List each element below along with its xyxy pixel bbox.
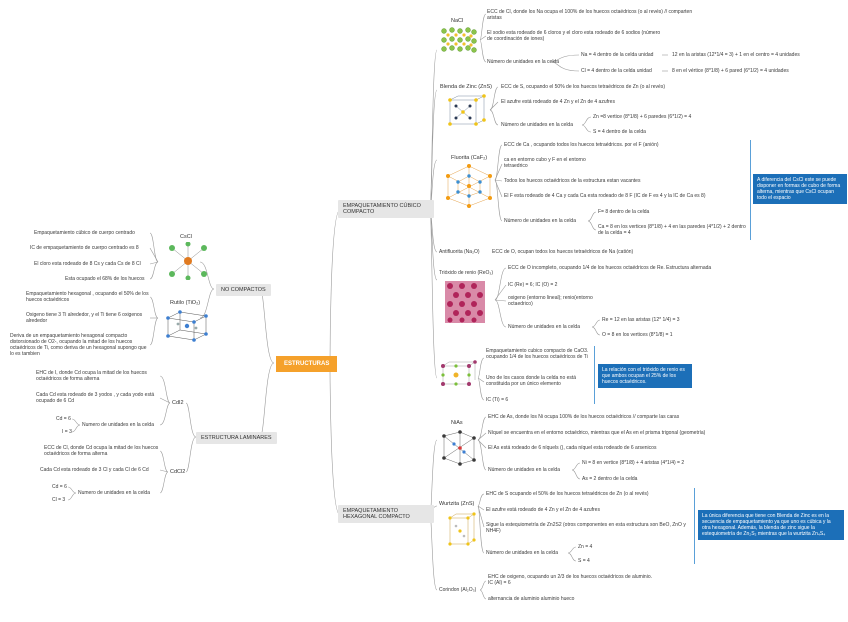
nias-item-2: Níquel se encuentra en el entorno octaéd… xyxy=(488,430,706,436)
cscl-lattice-icon xyxy=(169,242,207,280)
reo3-title: Trióxido de renio (ReO₃) xyxy=(439,270,494,276)
wurtzita-s: S = 4 xyxy=(578,558,590,564)
cdcl2-title: CdCl2 xyxy=(170,469,186,475)
rutilo-item-2: Oxigeno tiene 3 Ti alrededor, y el Ti ti… xyxy=(26,312,143,324)
fluorita-item-5: Número de unidades en la celda xyxy=(504,218,576,224)
catio3-note: La relación con el trióxido de renio es … xyxy=(598,364,692,388)
blenda-zn: Zn =8 vertice (8*1/8) + 6 paredes (6*1/2… xyxy=(593,114,692,120)
cdi2-cd: Cd = 6 xyxy=(56,416,71,422)
cscl-item-1: Empaquetamiento cúbico de cuerpo centrad… xyxy=(34,230,135,236)
fluorita-item-2: ca en entorno cubo y F en el entorno tet… xyxy=(504,157,586,169)
fluorita-title: Fluorita (CaF₂) xyxy=(451,155,488,161)
cdi2-i: I = 3 xyxy=(62,429,72,435)
catio3-lattice-icon xyxy=(441,360,477,386)
fluorita-item-3: Todos los huecos octaédricos de la estru… xyxy=(504,178,641,184)
cdi2-item-2: Cada Cd esta rodeado de 3 yodos , y cada… xyxy=(36,392,155,404)
reo3-item-3: oxigeno (entorno lineal); renio(entorno … xyxy=(508,295,593,307)
corindon-item-1: EHC de oxigeno, ocupando un 2/3 de los h… xyxy=(488,574,652,586)
nias-lattice-icon xyxy=(442,430,476,466)
cdi2-title: CdI2 xyxy=(172,400,184,406)
cdcl2-item-1: ECC de Cl, donde Cd ocupa la mitad de lo… xyxy=(44,445,159,457)
nacl-title: NaCl xyxy=(451,18,464,24)
catio3-item-3: IC (Ti) = 6 xyxy=(486,397,509,403)
cscl-item-3: El cloro esta rodeado de 8 Cs y cada Cs … xyxy=(34,261,141,267)
nias-item-1: EHC de As, donde los Ni ocupa 100% de lo… xyxy=(488,414,680,420)
blenda-item-2: El azufre está rodeado de 4 Zn y el Zn d… xyxy=(501,99,615,105)
corindon-title: Corindon (Al₂O₃) xyxy=(439,587,477,593)
reo3-re: Re = 12 en las aristas (12* 1/4) = 3 xyxy=(602,317,680,323)
rutilo-item-3: Deriva de un empaquetamiento hexagonal c… xyxy=(10,333,147,357)
fluorita-note-bracket xyxy=(750,140,751,240)
wurtzita-zn: Zn = 4 xyxy=(578,544,593,550)
hub-cubico-compacto[interactable]: EMPAQUETAMIENTO CÚBICO COMPACTO xyxy=(338,200,434,218)
blenda-lattice-icon xyxy=(448,94,486,126)
reo3-o: O = 8 en los vertices (8*1/8) = 1 xyxy=(602,332,673,338)
antifluorita-text: ECC de O, ocupan todos los huecos tetraé… xyxy=(492,249,634,255)
cscl-item-2: IC de empaquetamiento de cuerpo centrado… xyxy=(30,245,139,251)
wurtzita-note: La única diferencia que tiene con Blenda… xyxy=(698,510,844,540)
cdcl2-cd: Cd = 6 xyxy=(52,484,67,490)
catio3-note-bracket xyxy=(594,346,595,404)
root-node[interactable]: ESTRUCTURAS xyxy=(276,356,338,372)
nias-as: As = 2 dentro de la celda xyxy=(582,476,638,482)
catio3-item-1: Empaquetamiento cubico compacto de CaO3.… xyxy=(486,348,589,360)
fluorita-item-4: El F esta rodeado de 4 Ca y cada Ca esta… xyxy=(504,193,706,199)
blenda-s: S = 4 dentro de la celda xyxy=(593,129,646,135)
wurtzita-item-3: Sigue la estequiometría de Zn2S2 (otros … xyxy=(486,522,686,534)
nacl-item-1: ECC de Cl, donde los Na ocupa el 100% de… xyxy=(487,9,693,21)
wurtzita-item-1: EHC de S ocupando el 50% de los huecos t… xyxy=(486,491,649,497)
rutilo-item-1: Empaquetamiento hexagonal , ocupando el … xyxy=(26,291,149,303)
nacl-na-detail: 12 en la aristas (12*1/4 = 3) + 1 en el … xyxy=(672,52,800,58)
nacl-lattice-icon xyxy=(441,27,477,53)
fluorita-note: A diferencia del CsCl este se puede disp… xyxy=(753,174,847,204)
corindon-item-2: alternancia de aluminio aluminio hueco xyxy=(488,596,575,602)
reo3-item-1: ECC de O incompleto, ocupando 1/4 de los… xyxy=(508,265,712,271)
wurtzita-lattice-icon xyxy=(448,512,476,546)
wurtzita-item-4: Número de unidades en la celda xyxy=(486,550,558,556)
fluorita-lattice-icon xyxy=(446,164,492,208)
antifluorita-title: Antifluorita (Na₂O) xyxy=(439,249,480,255)
wurtzita-title: Wurtzita (ZnS) xyxy=(439,501,475,507)
wurtzita-note-bracket xyxy=(694,488,695,564)
nacl-cl: Cl = 4 dentro de la celda unidad xyxy=(581,68,652,74)
hub-laminares[interactable]: ESTRUCTURA LAMINARES xyxy=(196,432,277,444)
fluorita-ca: Ca = 8 en los vertices (8*1/8) + 4 en la… xyxy=(598,224,746,236)
cdcl2-cl: Cl = 3 xyxy=(52,497,66,503)
nias-item-4: Número de unidades en la celda xyxy=(488,467,560,473)
reo3-item-2: IC (Re) = 6; IC (O) = 2 xyxy=(508,282,558,288)
cscl-title: CsCl xyxy=(180,234,192,240)
catio3-item-2: Uno de los casos donde la celda no está … xyxy=(486,375,577,387)
blenda-item-1: ECC de S, ocupando el 50% de los huecos … xyxy=(501,84,665,90)
blenda-title: Blenda de Zinc (ZnS) xyxy=(440,84,492,90)
rutilo-lattice-icon xyxy=(166,310,208,342)
wurtzita-item-2: El azufre está rodeado de 4 Zn y el Zn d… xyxy=(486,507,600,513)
cdcl2-units: Numero de unidades en la celda xyxy=(78,490,150,496)
cdi2-units: Numero de unidades en la celda xyxy=(82,422,154,428)
fluorita-item-1: ECC de Ca , ocupando todos los huecos te… xyxy=(504,142,659,148)
reo3-item-4: Número de unidades en la celda xyxy=(508,324,580,330)
rutilo-title: Rutilo (TiO₂) xyxy=(170,300,201,306)
blenda-item-3: Número de unidades en la celda xyxy=(501,122,573,128)
cdi2-item-1: EHC de I, donde Cd ocupa la mitad de los… xyxy=(36,370,147,382)
nacl-cl-detail: 8 en el vértice (8*1/8) + 6 pared (6*1/2… xyxy=(672,68,789,74)
fluorita-f: F= 8 dentro de la celda xyxy=(598,209,650,215)
hub-no-compactos[interactable]: NO COMPACTOS xyxy=(216,284,271,296)
nias-ni: Ni = 8 en vertice (8*1/8) + 4 aristas (4… xyxy=(582,460,685,466)
reo3-lattice-icon xyxy=(445,281,485,323)
nacl-na: Na = 4 dentro de la celda unidad xyxy=(581,52,654,58)
nias-item-3: El As está rodeado de 6 níquels (), cada… xyxy=(488,445,657,451)
cscl-item-4: Esta ocupado el 68% de los huecos xyxy=(65,276,145,282)
nacl-item-2: El sodio esta rodeado de 6 cloros y el c… xyxy=(487,30,661,42)
cdcl2-item-2: Cada Cd esta rodeado de 3 Cl y cada Cl d… xyxy=(40,467,149,473)
nias-title: NiAs xyxy=(451,420,463,426)
nacl-item-3: Número de unidades en la celda xyxy=(487,59,559,65)
hub-hexagonal-compacto[interactable]: EMPAQUETAMIENTO HEXAGONAL COMPACTO xyxy=(338,505,434,523)
